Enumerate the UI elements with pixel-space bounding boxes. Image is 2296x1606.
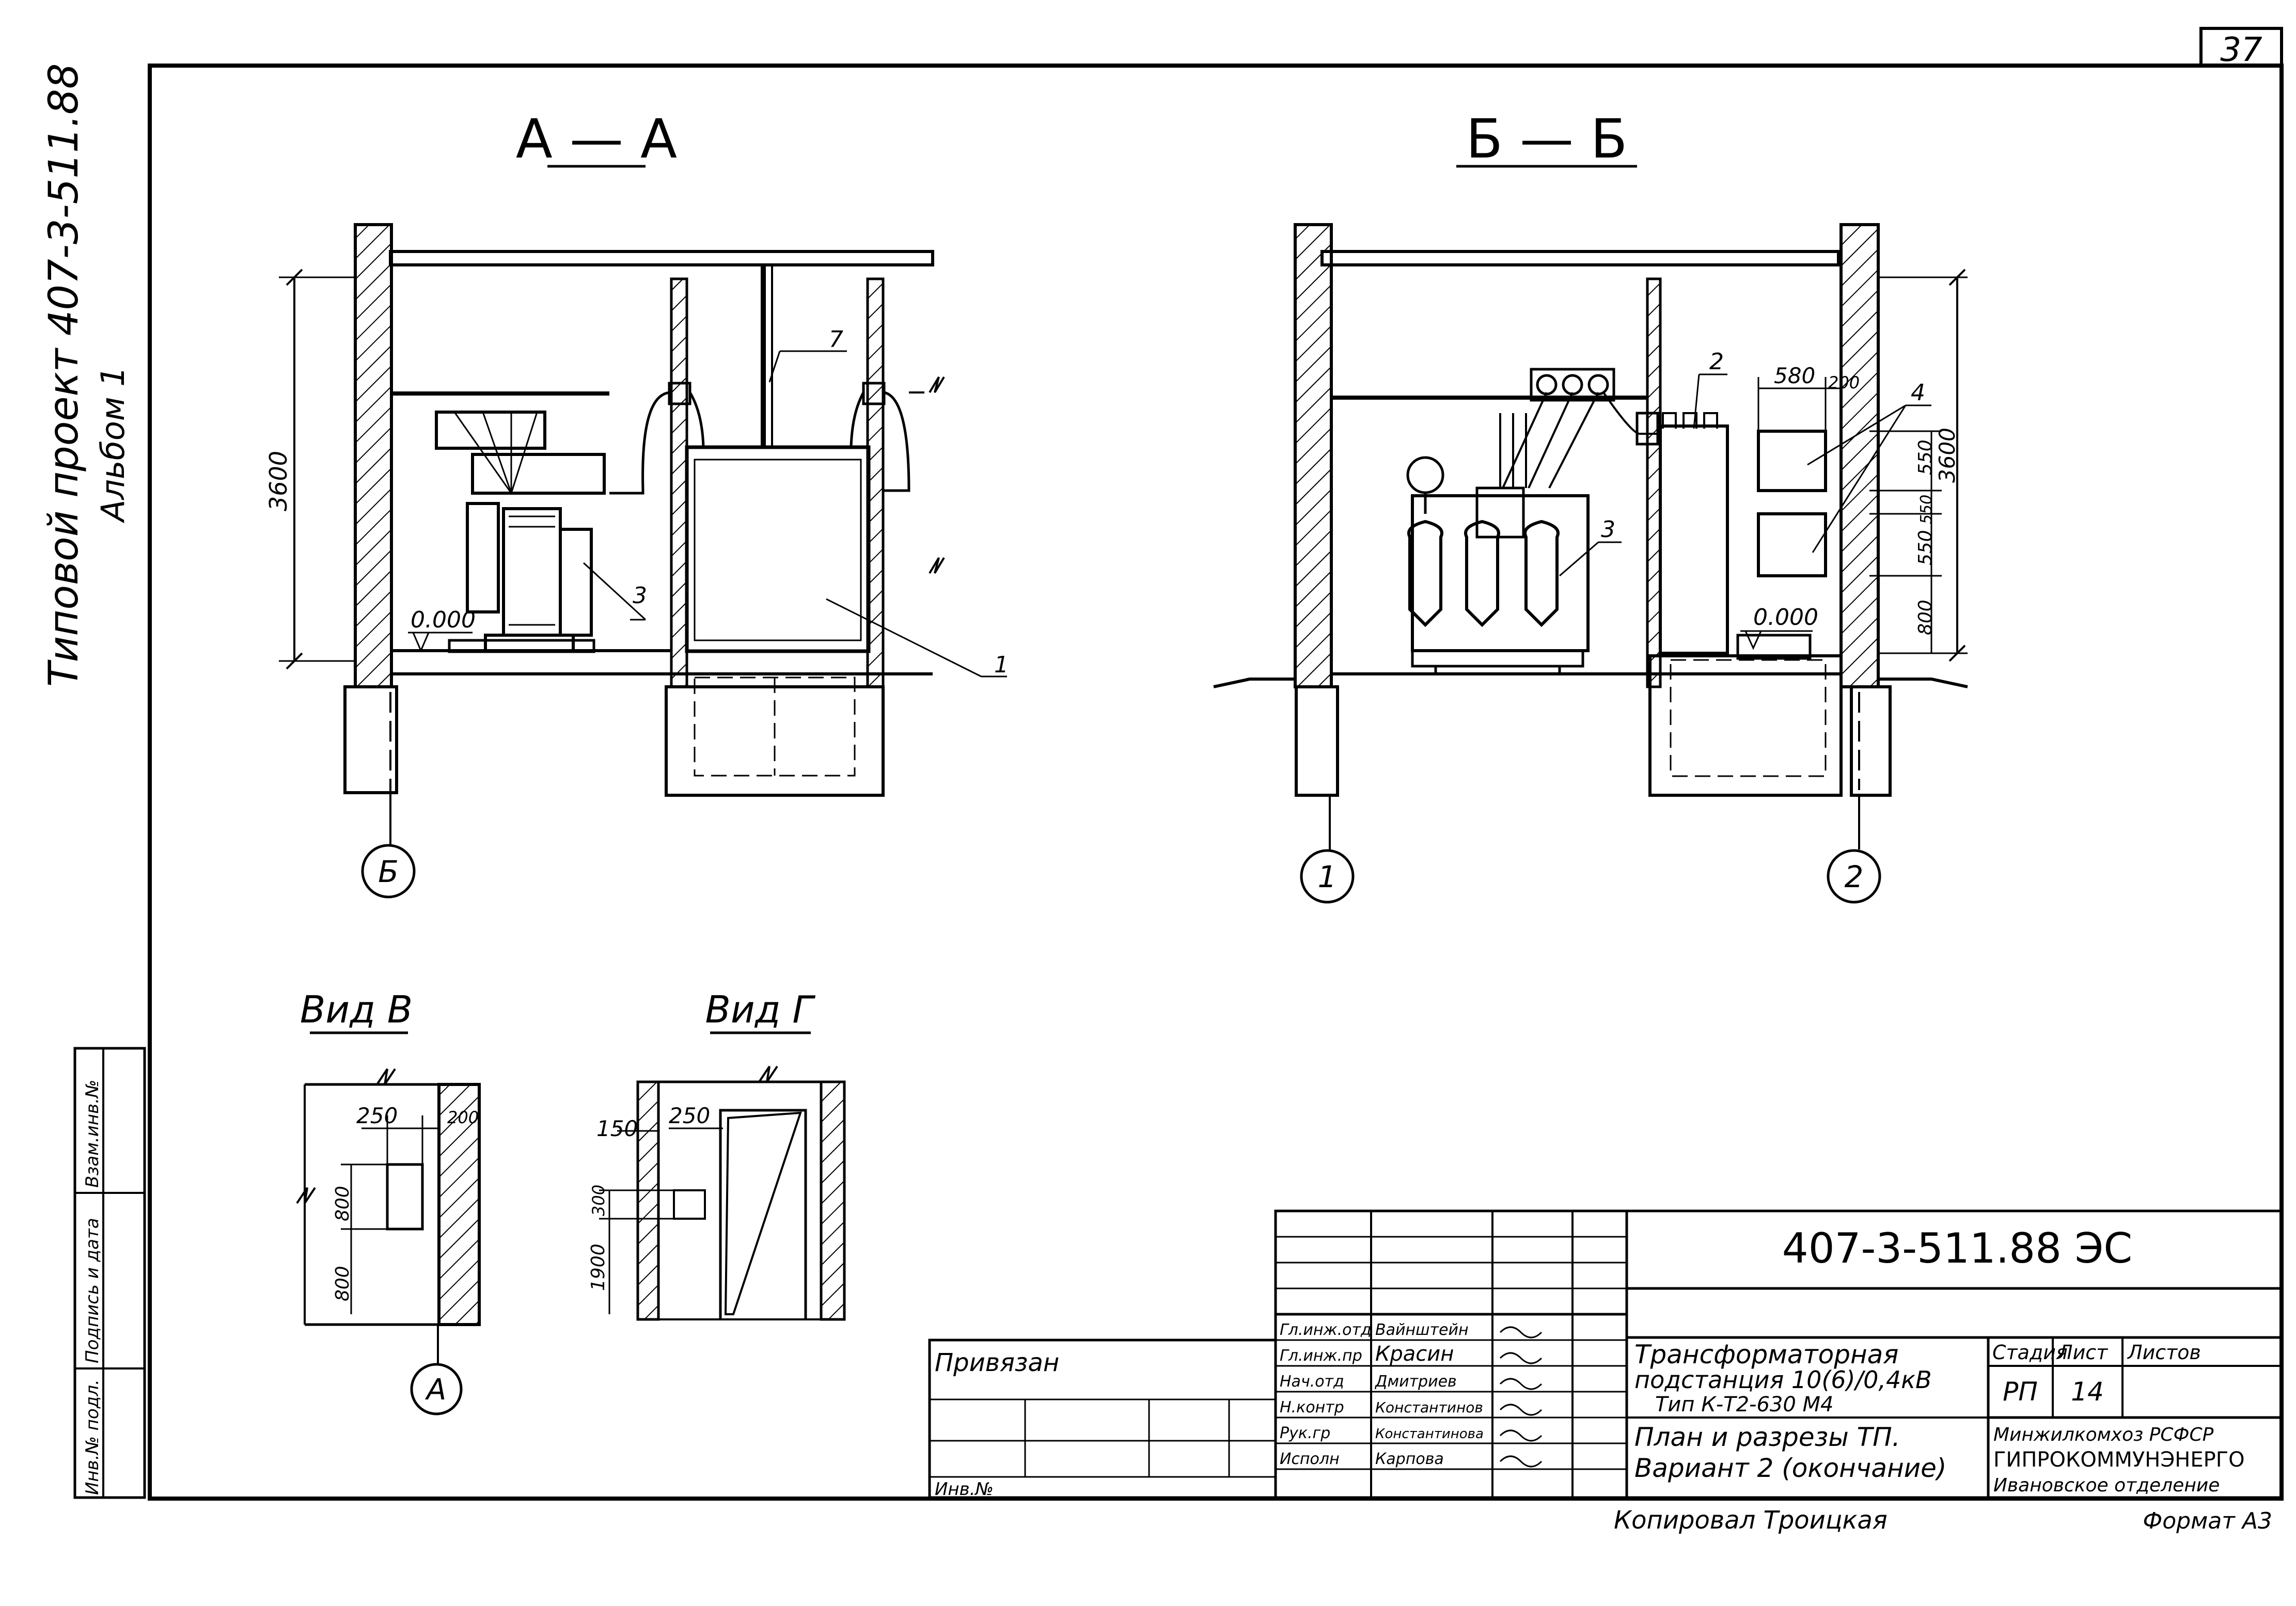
view-g-dim-300: 300 xyxy=(589,1185,608,1216)
transformer-aa xyxy=(502,507,562,637)
bb-dim-800: 800 xyxy=(1915,600,1936,635)
switchgear-cabinet xyxy=(685,445,871,653)
bb-dim-200: 200 xyxy=(1828,373,1860,392)
strip-cell-1: Взам.инв.№ xyxy=(82,1080,103,1188)
side-album: Альбом 1 xyxy=(94,366,132,524)
aa-axis: Б xyxy=(378,854,399,889)
section-aa: А — А xyxy=(264,107,1009,899)
org-line2: ГИПРОКОММУНЭНЕРГО xyxy=(1993,1448,2245,1472)
inv-label: Инв.№ xyxy=(935,1479,994,1500)
section-bb-title: Б — Б xyxy=(1466,107,1628,170)
view-v-dim-800b: 800 xyxy=(332,1266,353,1301)
view-v-dim-200: 200 xyxy=(447,1108,479,1127)
sheet-header: Лист xyxy=(2057,1341,2109,1364)
privyazan-label: Привязан xyxy=(935,1348,1059,1377)
view-g-dim-1900: 1900 xyxy=(588,1243,609,1291)
sheets-header: Листов xyxy=(2127,1341,2201,1364)
org-line1: Минжилкомхоз РСФСР xyxy=(1993,1424,2214,1445)
staff-name-1: Вайнштейн xyxy=(1375,1321,1469,1339)
doc-name-line1: Трансформаторная xyxy=(1634,1340,1898,1369)
bb-dim-550b: 550 xyxy=(1917,495,1936,524)
stage-header: Стадия xyxy=(1992,1341,2068,1364)
doc-name-line2: подстанция 10(6)/0,4кВ xyxy=(1634,1366,1932,1394)
staff-name-2: Красин xyxy=(1375,1342,1454,1366)
staff-role-6: Исполн xyxy=(1280,1450,1340,1468)
strip-cell-3: Инв.№ подл. xyxy=(82,1379,103,1495)
staff-name-4: Константинов xyxy=(1375,1399,1483,1416)
view-g-dim-150: 150 xyxy=(596,1116,638,1141)
copied-by: Копировал Троицкая xyxy=(1614,1506,1888,1535)
doc-name-line3: Тип К-Т2-630 М4 xyxy=(1655,1393,1833,1416)
view-g-dim-250: 250 xyxy=(669,1103,710,1128)
bb-callout-2: 2 xyxy=(1709,349,1724,375)
org-line3: Ивановское отделение xyxy=(1993,1475,2220,1496)
section-bb: Б — Б xyxy=(1213,107,1968,904)
staff-role-2: Гл.инж.пр xyxy=(1280,1347,1362,1365)
aa-level: 0.000 xyxy=(411,607,476,633)
sheet-value: 14 xyxy=(2071,1377,2104,1407)
aa-callout-3: 3 xyxy=(633,582,647,609)
section-aa-title: А — А xyxy=(516,107,677,170)
stage-value: РП xyxy=(2003,1377,2038,1407)
bb-axis-2: 2 xyxy=(1845,859,1864,894)
staff-role-1: Гл.инж.отд xyxy=(1280,1321,1372,1339)
bb-axis-1: 1 xyxy=(1318,859,1337,894)
document-code: 407-3-511.88 ЭС xyxy=(1782,1224,2132,1272)
aa-callout-7: 7 xyxy=(829,326,843,353)
bb-dim-550a: 550 xyxy=(1915,439,1936,475)
staff-name-5: Константинова xyxy=(1375,1426,1484,1442)
view-g: Вид Г 150 250 300 1900 xyxy=(588,988,846,1321)
title-block: 407-3-511.88 ЭС Привязан Инв.№ Гл.инж.от… xyxy=(928,1209,2283,1500)
side-title: Типовой проект 407-3-511.88 xyxy=(41,63,87,687)
staff-name-3: Дмитриев xyxy=(1374,1373,1457,1391)
staff-name-6: Карпова xyxy=(1375,1450,1444,1468)
view-v-axis: А xyxy=(425,1373,446,1407)
bb-dim-580: 580 xyxy=(1774,363,1815,388)
switchgear-cabinet-bb xyxy=(1659,424,1729,655)
view-g-title: Вид Г xyxy=(705,988,816,1031)
bb-callout-3: 3 xyxy=(1601,516,1615,543)
doc-name-line4: План и разрезы ТП. xyxy=(1634,1422,1900,1452)
left-strip: Взам.инв.№ Подпись и дата Инв.№ подл. xyxy=(73,1047,146,1499)
bb-dim-550c: 550 xyxy=(1915,530,1936,565)
view-v-title: Вид В xyxy=(300,988,413,1031)
bb-callout-4: 4 xyxy=(1911,380,1925,406)
strip-cell-2: Подпись и дата xyxy=(82,1218,103,1363)
staff-role-4: Н.контр xyxy=(1280,1398,1344,1416)
sheet-number-box xyxy=(2199,27,2283,67)
view-v-dim-250: 250 xyxy=(356,1103,398,1128)
view-v-dim-800a: 800 xyxy=(332,1186,353,1221)
aa-callout-1: 1 xyxy=(994,652,1009,678)
bb-height-dim: 3600 xyxy=(1935,428,1960,483)
aa-height-dim: 3600 xyxy=(264,451,292,511)
paper-format: Формат А3 xyxy=(2143,1508,2272,1534)
staff-role-3: Нач.отд xyxy=(1280,1373,1344,1391)
doc-name-line5: Вариант 2 (окончание) xyxy=(1634,1453,1946,1483)
transformer-bb xyxy=(1406,456,1590,674)
staff-role-5: Рук.гр xyxy=(1280,1424,1330,1442)
view-v: Вид В 250 200 800 800 А xyxy=(296,988,481,1415)
sheet-number: 37 xyxy=(2220,31,2262,69)
bb-level: 0.000 xyxy=(1753,604,1818,631)
